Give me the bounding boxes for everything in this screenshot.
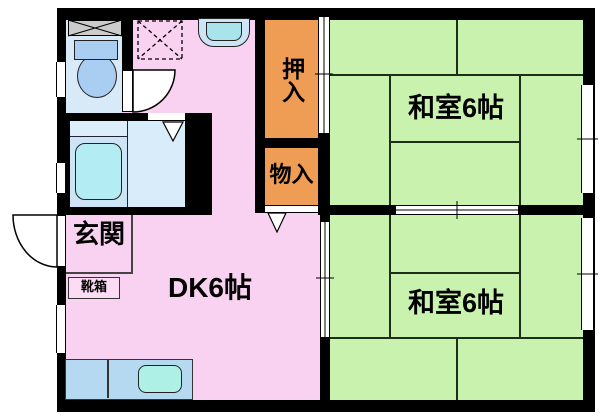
toilet-door-leaf [122,70,133,112]
room-label-dk: DK6帖 [167,272,252,303]
tatami-line [389,141,521,143]
toilet-right-wall [122,8,133,70]
wall-top [57,8,595,20]
closet-divider-wall [265,138,318,148]
shoe-box [68,277,120,299]
tatami-line [389,215,391,339]
dk-washitsu-sliding-door [320,222,330,337]
kitchen-sink-icon [138,365,182,393]
washroom-door-opening [148,113,185,121]
genkan-step-frame [66,215,133,274]
monoire-closet [265,148,318,205]
tatami-line [519,215,521,339]
counter-divider [107,360,109,398]
wall-left [57,8,66,412]
tatami-line [389,272,521,274]
oshiire-closet [265,17,318,138]
window-left-toilet [56,62,66,97]
tatami-line [330,74,583,76]
closet-left-wall [255,8,265,213]
washroom-floor [127,121,185,207]
window-right-bottom [581,218,594,330]
toilet-tank-icon [74,40,118,60]
wall-bottom [57,400,595,412]
dk-room-wall-stub-bottom [320,337,330,400]
entry-door-arc [12,214,58,268]
tatami-line [519,74,521,205]
tatami-line [456,339,458,400]
closet-label-monoire: 物入 [269,162,314,187]
room-label-washitsu-top: 和室6帖 [407,93,505,123]
kitchen-counter [65,359,193,400]
bathroom-shelf [70,121,127,137]
vent-hatch-box [68,20,122,36]
tatami-line [389,74,391,205]
tatami-line [456,20,458,74]
oshiire-fusuma-door [318,17,330,133]
wall-right [583,8,595,412]
dk-room-wall-stub-top [320,205,330,222]
tatami-line [330,337,583,339]
wash-basin-icon [198,18,250,47]
bathtub-icon [75,143,122,200]
window-left-dk [56,305,66,353]
window-left-bath [56,163,66,193]
room-label-washitsu-bottom: 和室6帖 [407,288,505,318]
toilet-icon [77,54,117,98]
wash-basin-bowl [206,22,242,41]
interroom-fusuma-door [396,205,518,215]
window-right-top [581,85,594,193]
closet-label-oshiire: 押入 [278,57,305,103]
label-shoe-box: 靴箱 [80,279,107,294]
monoire-right-wall [318,133,330,215]
monoire-door [265,205,318,213]
room-label-genkan: 玄関 [72,219,125,249]
